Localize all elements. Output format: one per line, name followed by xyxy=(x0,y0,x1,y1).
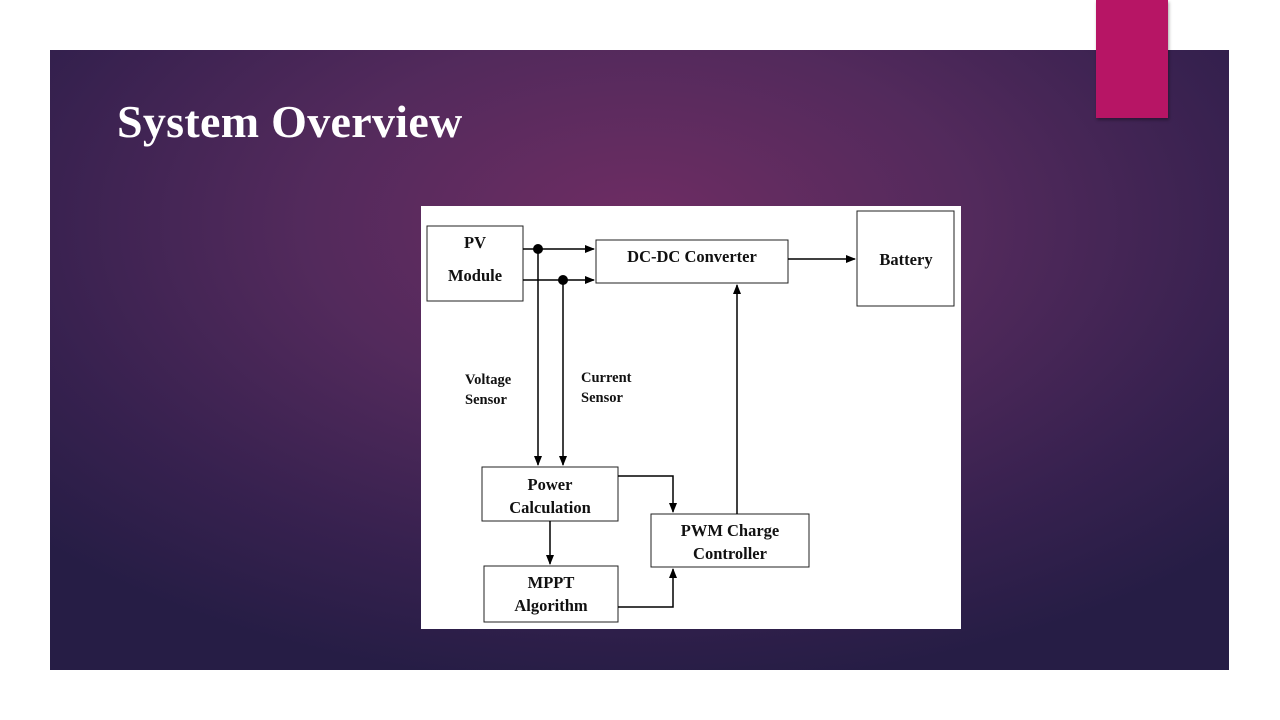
pwm-charge-controller-label-line1: PWM Charge xyxy=(681,521,780,540)
dc-dc-converter-block xyxy=(595,239,789,284)
mppt-algorithm-block xyxy=(483,565,619,623)
voltage-junction-dot xyxy=(533,244,543,254)
power-to-pwm-arrow xyxy=(618,475,677,513)
mppt-algorithm-label-line2: Algorithm xyxy=(514,596,588,615)
slide-title: System Overview xyxy=(117,96,463,147)
pv-module-block xyxy=(426,225,524,302)
voltage-sensor-label-line2: Sensor xyxy=(465,392,507,408)
accent-tab xyxy=(1096,0,1168,118)
current-sensor-label-line1: Current xyxy=(581,370,632,386)
battery-block xyxy=(856,210,955,307)
pwm-charge-controller-block xyxy=(650,513,810,568)
pv-module-label-line2: Module xyxy=(448,266,502,285)
pv-module-label-line1: PV xyxy=(464,233,486,252)
power-calculation-label-line1: Power xyxy=(528,475,573,494)
mppt-to-pwm-arrow xyxy=(618,568,677,608)
mppt-algorithm-label-line1: MPPT xyxy=(528,573,575,592)
current-junction-dot xyxy=(558,275,568,285)
power-calculation-label-line2: Calculation xyxy=(509,498,591,517)
current-sensor-label-line2: Sensor xyxy=(581,390,623,406)
block-diagram: PV Module DC-DC Converter Battery Voltag… xyxy=(421,206,961,629)
battery-label: Battery xyxy=(879,250,933,269)
dc-dc-converter-label: DC-DC Converter xyxy=(627,247,757,266)
pwm-charge-controller-label-line2: Controller xyxy=(693,544,767,563)
voltage-sensor-label-line1: Voltage xyxy=(465,372,512,388)
